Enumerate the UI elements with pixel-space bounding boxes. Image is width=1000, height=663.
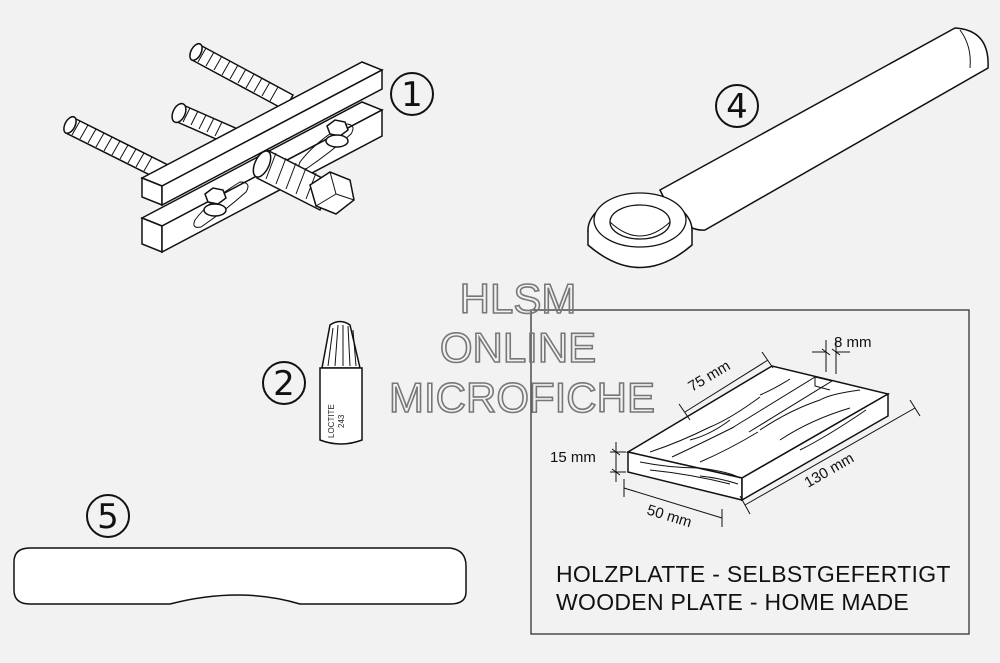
callout-4-number: 4	[726, 87, 748, 127]
watermark-line-2: ONLINE	[440, 324, 596, 371]
dim-slot-label: 8 mm	[834, 334, 872, 351]
puller-upper-bar	[140, 61, 384, 207]
wooden-plate-panel: 8 mm 75 mm 15 mm 130 mm 50 mm HOLZPLATTE…	[530, 309, 970, 635]
flat-plate-tool	[13, 547, 467, 605]
callout-part-1: 1	[390, 72, 434, 116]
callout-2-number: 2	[273, 364, 295, 404]
wooden-plate-caption-english: WOODEN PLATE - HOME MADE	[556, 589, 909, 615]
puller-threaded-rods	[63, 42, 295, 181]
wooden-plate-caption-german: HOLZPLATTE - SELBSTGEFERTIGT	[556, 561, 951, 587]
callout-1-number: 1	[401, 75, 423, 115]
dimension-slot-width: 8 mm	[812, 334, 872, 374]
loctite-bottle: LOCTITE 243	[319, 320, 363, 445]
puller-large-bolt	[252, 148, 355, 215]
callout-part-5: 5	[86, 494, 130, 538]
watermark-line-3: MICROFICHE	[389, 374, 655, 421]
loctite-grade-label: 243	[337, 414, 346, 428]
dim-slot-length-label: 75 mm	[685, 357, 733, 395]
ring-wrench-tool	[587, 27, 989, 269]
callout-5-number: 5	[97, 497, 119, 537]
callout-part-2: 2	[262, 361, 306, 405]
puller-tool	[63, 42, 384, 254]
watermark: HLSM ONLINE MICROFICHE	[388, 274, 656, 422]
puller-small-bolts	[203, 119, 349, 217]
loctite-brand-label: LOCTITE	[327, 404, 336, 438]
watermark-line-1: HLSM	[460, 275, 577, 322]
dim-thickness-label: 15 mm	[550, 449, 596, 466]
wooden-plate-board	[626, 365, 891, 502]
callout-part-4: 4	[715, 84, 759, 128]
dim-width-label: 50 mm	[645, 502, 694, 532]
dimension-thickness: 15 mm	[550, 442, 626, 482]
